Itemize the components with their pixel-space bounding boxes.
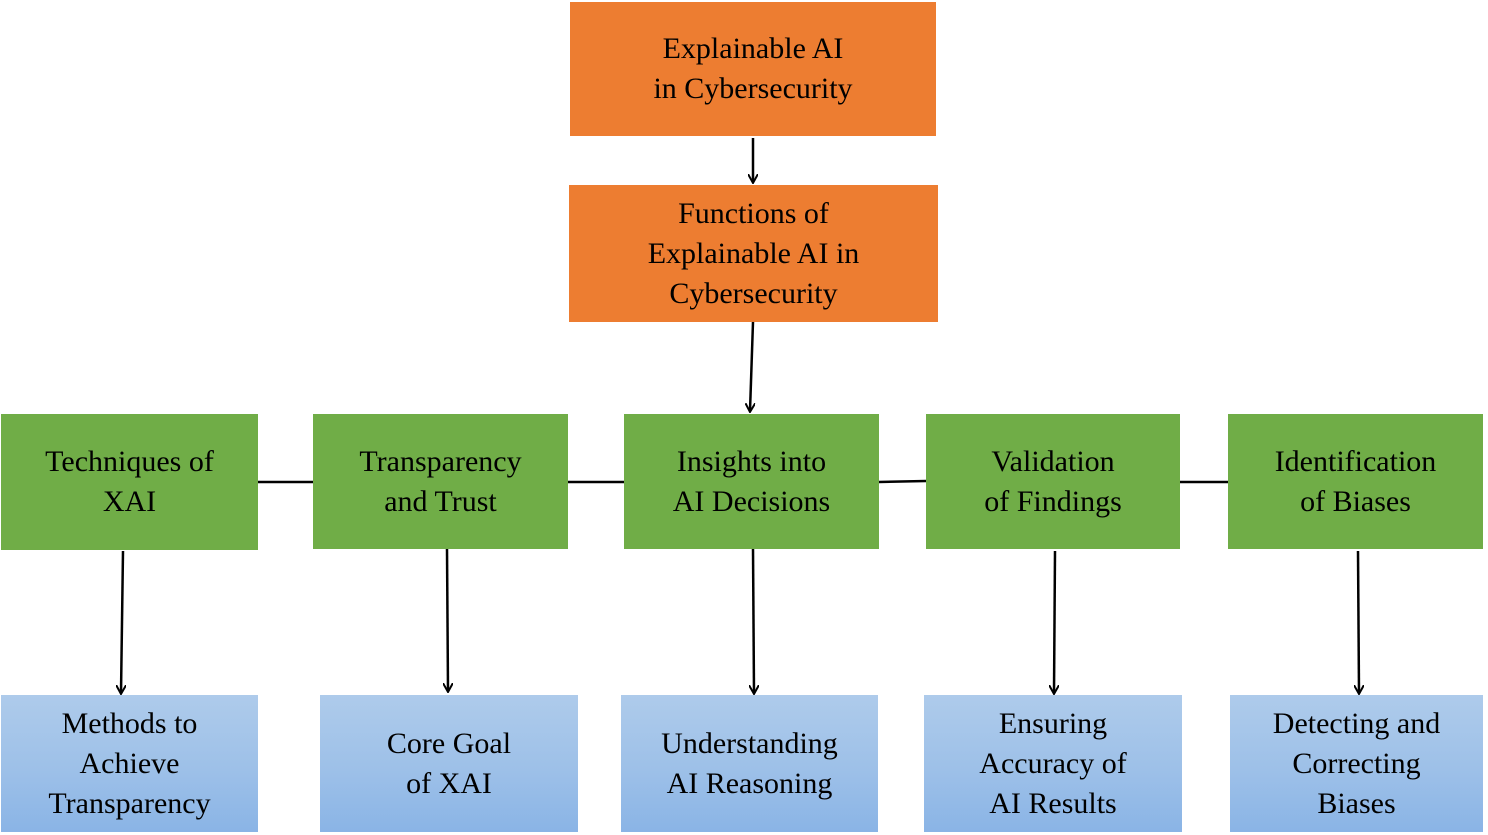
arrow-identification-to-detecting [1358,550,1359,693]
link-insights-validation [878,479,927,484]
root-node: Explainable AI in Cybersecurity [570,2,936,136]
detail-node-methods: Methods to Achieve Transparency [1,695,258,832]
detail-node-ensuring: Ensuring Accuracy of AI Results [924,695,1182,832]
functions-node: Functions of Explainable AI in Cybersecu… [569,185,938,322]
arrow-insights-to-understanding [753,548,754,693]
arrow-functions-to-insights [750,321,753,411]
function-node-techniques: Techniques of XAI [1,414,258,550]
arrow-validation-to-ensuring [1054,550,1055,693]
detail-node-understanding: Understanding AI Reasoning [621,695,878,832]
arrow-transparency-to-core-goal [447,548,448,691]
arrow-techniques-to-methods [121,550,123,693]
function-node-transparency: Transparency and Trust [313,414,568,549]
function-node-insights: Insights into AI Decisions [624,414,879,549]
detail-node-detecting: Detecting and Correcting Biases [1230,695,1483,832]
function-node-validation: Validation of Findings [926,414,1180,549]
function-node-identification: Identification of Biases [1228,414,1483,549]
detail-node-core-goal: Core Goal of XAI [320,695,578,832]
